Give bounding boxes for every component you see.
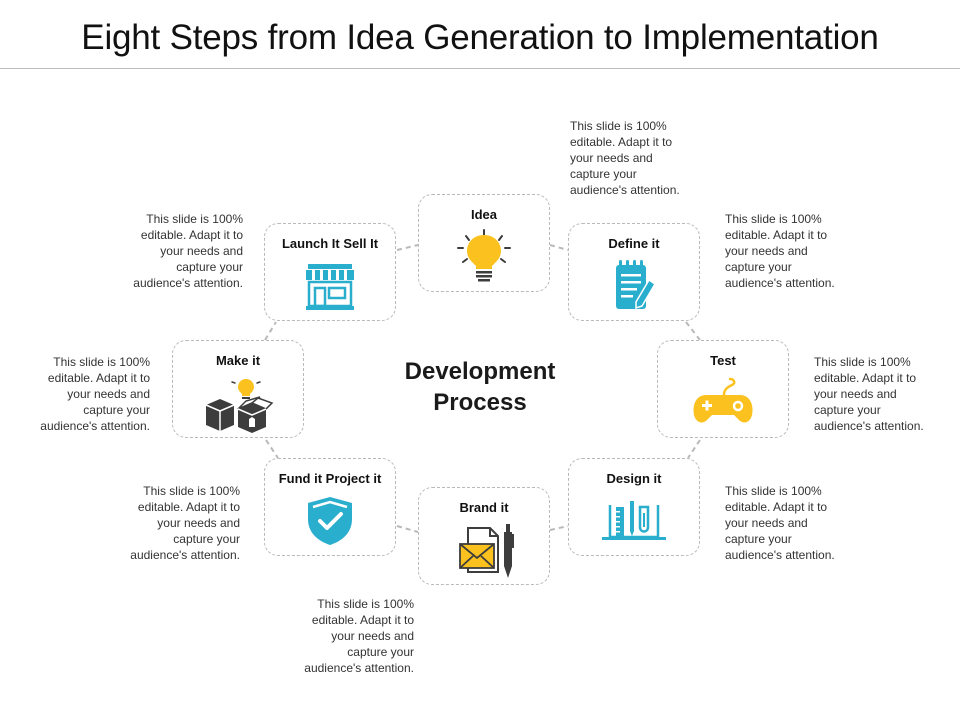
step-label: Design it bbox=[606, 471, 662, 486]
step-launch-it-sell-it: Launch It Sell It bbox=[264, 223, 396, 321]
envelope-pen-icon bbox=[459, 524, 514, 578]
design-tools-icon bbox=[602, 501, 666, 540]
storefront-icon bbox=[306, 264, 354, 310]
gamepad-icon bbox=[693, 377, 753, 423]
step-make-it: Make it bbox=[172, 340, 304, 438]
step-label: Launch It Sell It bbox=[281, 236, 379, 251]
step-label: Define it bbox=[608, 236, 660, 251]
center-label: Development Process bbox=[380, 356, 580, 418]
step-idea: Idea bbox=[418, 194, 550, 292]
center-line-1: Development bbox=[404, 358, 556, 385]
step-brand-it: Brand it bbox=[418, 487, 550, 585]
step-fund-it-project-it: Fund it Project it bbox=[264, 458, 396, 556]
step-label: Make it bbox=[215, 353, 261, 368]
shield-check-icon bbox=[308, 497, 352, 545]
page-title: Eight Steps from Idea Generation to Impl… bbox=[81, 18, 879, 57]
center-line-2: Process bbox=[433, 389, 527, 416]
step-label: Test bbox=[710, 353, 736, 368]
step-label: Fund it Project it bbox=[278, 471, 382, 486]
step-design-it: Design it bbox=[568, 458, 700, 556]
notepad-pen-icon bbox=[616, 260, 657, 310]
step-label: Idea bbox=[470, 207, 497, 222]
boxes-bulb-icon bbox=[205, 379, 274, 433]
title-divider bbox=[0, 68, 960, 69]
step-define-it: Define it bbox=[568, 223, 700, 321]
lightbulb-icon bbox=[457, 229, 511, 282]
step-test: Test bbox=[657, 340, 789, 438]
step-label: Brand it bbox=[459, 500, 509, 515]
